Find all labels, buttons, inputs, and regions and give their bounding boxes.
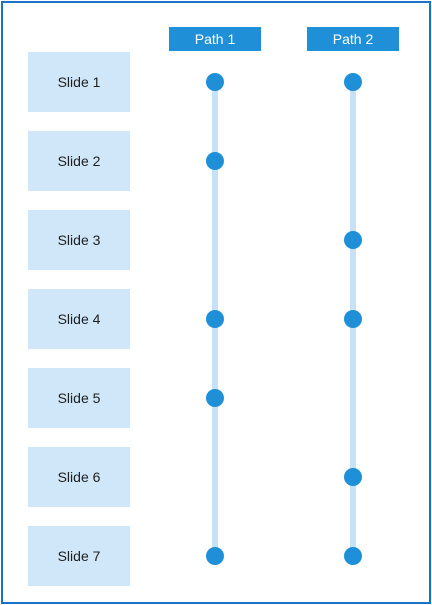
path-2-node-slide-4 — [344, 310, 362, 328]
path-2-node-slide-1 — [344, 73, 362, 91]
slide-box-4: Slide 4 — [28, 289, 130, 349]
path-1-node-slide-2 — [206, 152, 224, 170]
slide-box-2: Slide 2 — [28, 131, 130, 191]
path-1-node-slide-1 — [206, 73, 224, 91]
path-1-node-slide-4 — [206, 310, 224, 328]
slide-box-6: Slide 6 — [28, 447, 130, 507]
slide-box-1: Slide 1 — [28, 52, 130, 112]
slide-box-5: Slide 5 — [28, 368, 130, 428]
path-1-node-slide-5 — [206, 389, 224, 407]
path-2-header: Path 2 — [307, 27, 399, 51]
path-2-node-slide-3 — [344, 231, 362, 249]
path-2-node-slide-6 — [344, 468, 362, 486]
slide-box-3: Slide 3 — [28, 210, 130, 270]
path-1-header: Path 1 — [169, 27, 261, 51]
path-tracks — [206, 73, 362, 565]
slide-box-7: Slide 7 — [28, 526, 130, 586]
path-2-node-slide-7 — [344, 547, 362, 565]
path-1-node-slide-7 — [206, 547, 224, 565]
